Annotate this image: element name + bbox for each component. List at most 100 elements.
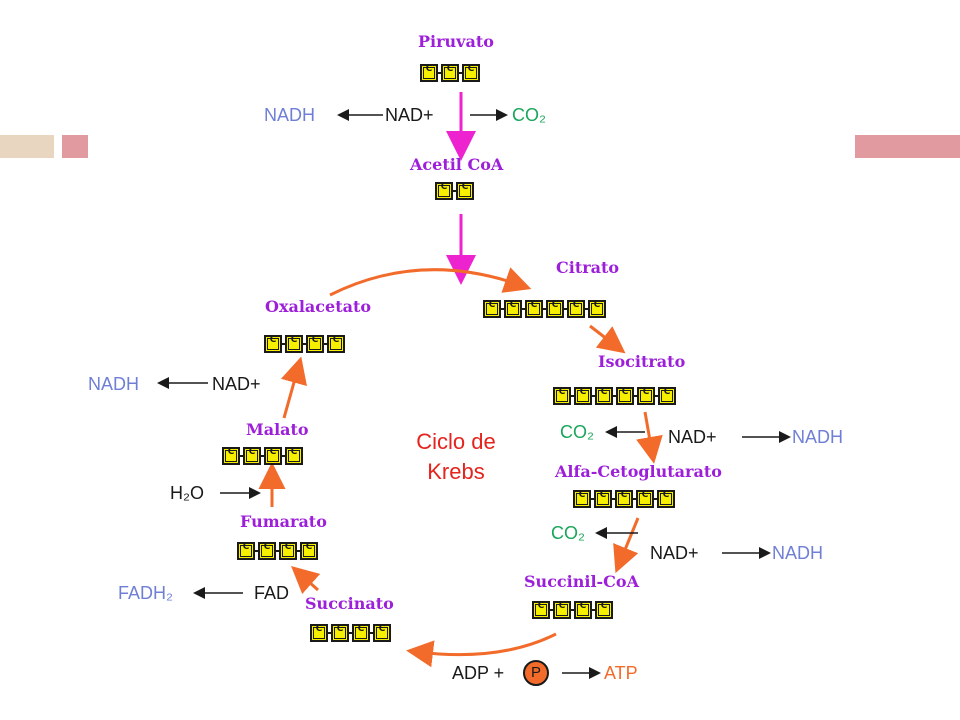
arrow-citrato-isocitrato: [589, 324, 626, 354]
carbon-atom: C: [504, 300, 522, 318]
arrow-malato-oxalacetato: [280, 356, 307, 419]
carbon-bond: [303, 343, 306, 345]
carbon-atom: C: [532, 601, 550, 619]
carbon-bond: [349, 632, 352, 634]
carbon-atom: C: [222, 447, 240, 465]
arrow-succinil-succinato: [406, 632, 557, 668]
carbon-atom: C: [574, 601, 592, 619]
carbon-bond: [571, 609, 574, 611]
arrow-succinato-fumarato: [291, 566, 321, 595]
carbon-atom: C: [237, 542, 255, 560]
carbon-bond: [438, 72, 441, 74]
text-atp: ATP: [604, 663, 638, 683]
carbon-atom: C: [595, 387, 613, 405]
text-fad: FAD: [254, 583, 290, 603]
carbon-atom: C: [615, 490, 633, 508]
carbon-atom: C: [420, 64, 438, 82]
carbon-atom: C: [373, 624, 391, 642]
label-fumarato: Fumarato: [240, 512, 327, 531]
carbon-atom: C: [553, 601, 571, 619]
arrow-oxalacetato-citrato: [329, 267, 532, 297]
phosphate-circle: P: [523, 660, 549, 686]
carbon-bond: [522, 308, 525, 310]
carbon-atom: C: [574, 387, 592, 405]
arrow-isocitrato-alfa: [636, 411, 663, 464]
carbon-atom: C: [588, 300, 606, 318]
carbon-atom: C: [567, 300, 585, 318]
carbon-bond: [276, 550, 279, 552]
carbon-bond: [543, 308, 546, 310]
carbon-atom: C: [279, 542, 297, 560]
carbon-atom: C: [594, 490, 612, 508]
carbon-bond: [633, 498, 636, 500]
arrow-alfa-succinil: [613, 517, 640, 574]
carbon-atom: C: [616, 387, 634, 405]
carbon-bond: [655, 395, 658, 397]
carbon-bond: [585, 308, 588, 310]
decor-bar-tan: [0, 135, 54, 158]
label-acetil-coa: Acetil CoA: [410, 155, 504, 174]
carbon-atom: C: [264, 335, 282, 353]
carbon-atom: C: [462, 64, 480, 82]
carbon-atom: C: [243, 447, 261, 465]
label-piruvato: Piruvato: [418, 32, 494, 51]
text-h2o: H₂O: [170, 483, 204, 503]
diagram-title: Ciclo de Krebs: [391, 427, 521, 487]
carbon-atom: C: [264, 447, 282, 465]
carbon-bond: [571, 395, 574, 397]
text-co2-top: CO₂: [512, 105, 546, 125]
carbon-bond: [255, 550, 258, 552]
carbon-atom: C: [483, 300, 501, 318]
carbon-atom: C: [435, 182, 453, 200]
carbon-atom: C: [595, 601, 613, 619]
text-nadh-left: NADH: [88, 374, 140, 394]
carbon-atom: C: [573, 490, 591, 508]
text-co2-alfa: CO₂: [551, 523, 585, 543]
label-citrato: Citrato: [556, 258, 620, 277]
carbon-atom: C: [658, 387, 676, 405]
carbon-bond: [550, 609, 553, 611]
carbon-atom: C: [300, 542, 318, 560]
carbon-atom: C: [258, 542, 276, 560]
carbon-atom: C: [285, 447, 303, 465]
carbon-atom: C: [441, 64, 459, 82]
carbon-bond: [613, 395, 616, 397]
carbon-bond: [282, 343, 285, 345]
text-nad-top: NAD+: [385, 105, 434, 125]
text-nad-alfa: NAD+: [650, 543, 699, 563]
carbon-bond: [592, 395, 595, 397]
label-oxalacetato: Oxalacetato: [265, 297, 372, 316]
carbon-bond: [591, 498, 594, 500]
carbon-bond: [328, 632, 331, 634]
carbon-atom: C: [331, 624, 349, 642]
carbon-atom: C: [456, 182, 474, 200]
carbon-bond: [612, 498, 615, 500]
label-succinil-coa: Succinil-CoA: [524, 572, 639, 591]
carbon-atom: C: [310, 624, 328, 642]
carbon-bond: [564, 308, 567, 310]
text-adp: ADP +: [452, 663, 505, 683]
carbon-atom: C: [637, 387, 655, 405]
carbon-bond: [501, 308, 504, 310]
text-nadh-alfa: NADH: [772, 543, 824, 563]
carbon-atom: C: [306, 335, 324, 353]
carbon-atom: C: [553, 387, 571, 405]
carbon-atom: C: [636, 490, 654, 508]
text-nad-left: NAD+: [212, 374, 261, 394]
label-alfa-cetoglutarato: Alfa-Cetoglutarato: [555, 462, 722, 481]
carbon-bond: [634, 395, 637, 397]
label-succinato: Succinato: [305, 594, 394, 613]
carbon-bond: [240, 455, 243, 457]
carbon-atom: C: [327, 335, 345, 353]
text-co2-iso: CO₂: [560, 422, 594, 442]
